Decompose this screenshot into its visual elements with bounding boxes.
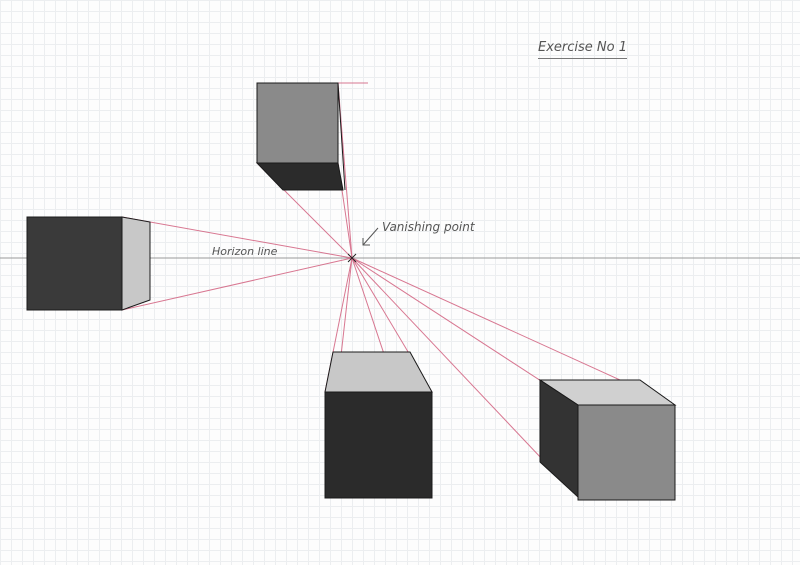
- vanishing-point-marker: [347, 253, 357, 263]
- exercise-title: Exercise No 1: [538, 40, 627, 59]
- arrow-icon: [362, 227, 379, 246]
- left-cube: [26, 216, 151, 311]
- top-cube: [255, 82, 346, 191]
- right-cube: [538, 379, 677, 501]
- horizon-line-label: Horizon line: [212, 245, 278, 258]
- vanishing-point-label: Vanishing point: [382, 220, 475, 234]
- bottom-cube: [324, 351, 433, 499]
